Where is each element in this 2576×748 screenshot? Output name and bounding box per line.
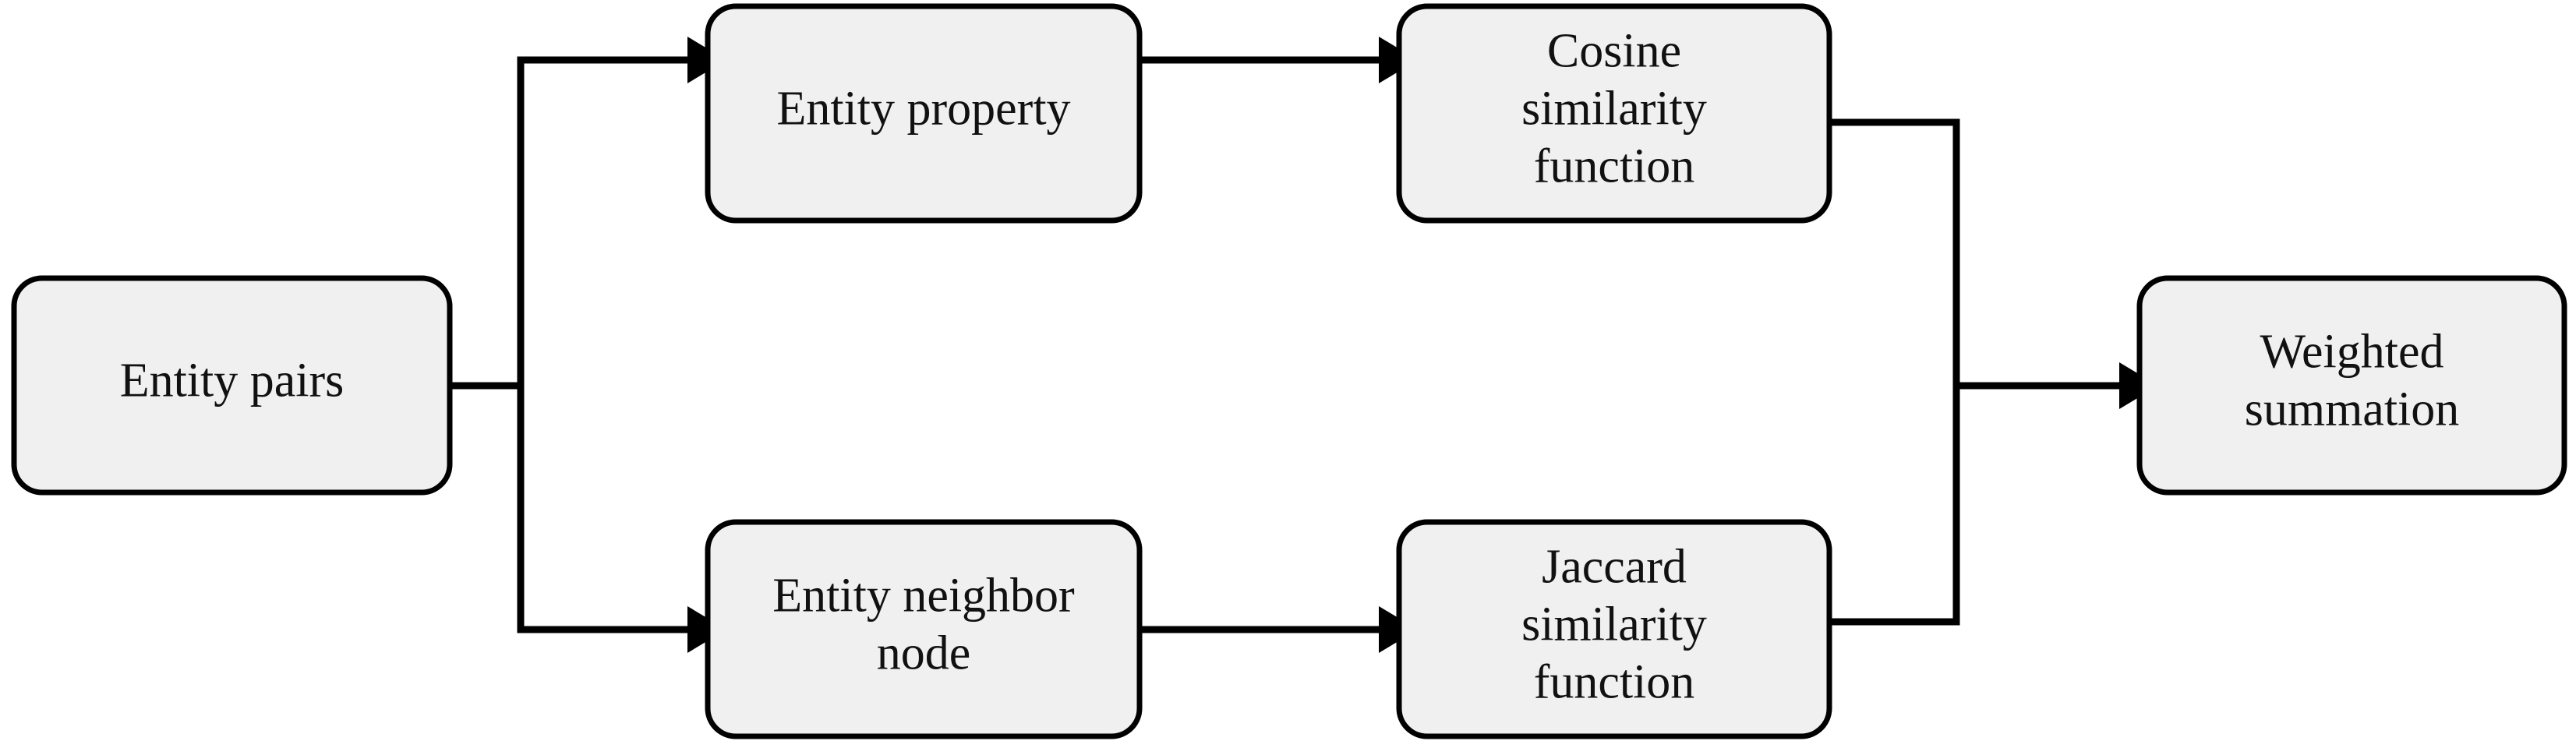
node-jaccard-similarity-function-shape[interactable] [1396, 519, 1832, 739]
node-weighted-summation-shape[interactable] [2136, 275, 2567, 496]
node-entity-property-label: Entity property [776, 83, 1070, 136]
node-entity-pairs[interactable]: Entity pairs [11, 275, 453, 496]
node-entity-pairs-shape[interactable] [11, 275, 453, 496]
node-entity-property-shape[interactable] [705, 3, 1143, 224]
edge-jaccard-similarity-function-to-weighted-summation [1829, 382, 2119, 626]
node-cosine-similarity-function-shape[interactable] [1396, 3, 1832, 224]
edge-cosine-similarity-function-to-weighted-summation [1829, 118, 2119, 390]
node-entity-pairs-label: Entity pairs [120, 355, 345, 408]
node-entity-property[interactable]: Entity property [705, 3, 1143, 224]
node-entity-neighbor-node-shape[interactable] [705, 519, 1143, 739]
edge-layer [450, 56, 2119, 633]
edge-entity-pairs-to-entity-property [450, 56, 687, 390]
edge-entity-pairs-to-entity-neighbor-node [450, 382, 687, 633]
